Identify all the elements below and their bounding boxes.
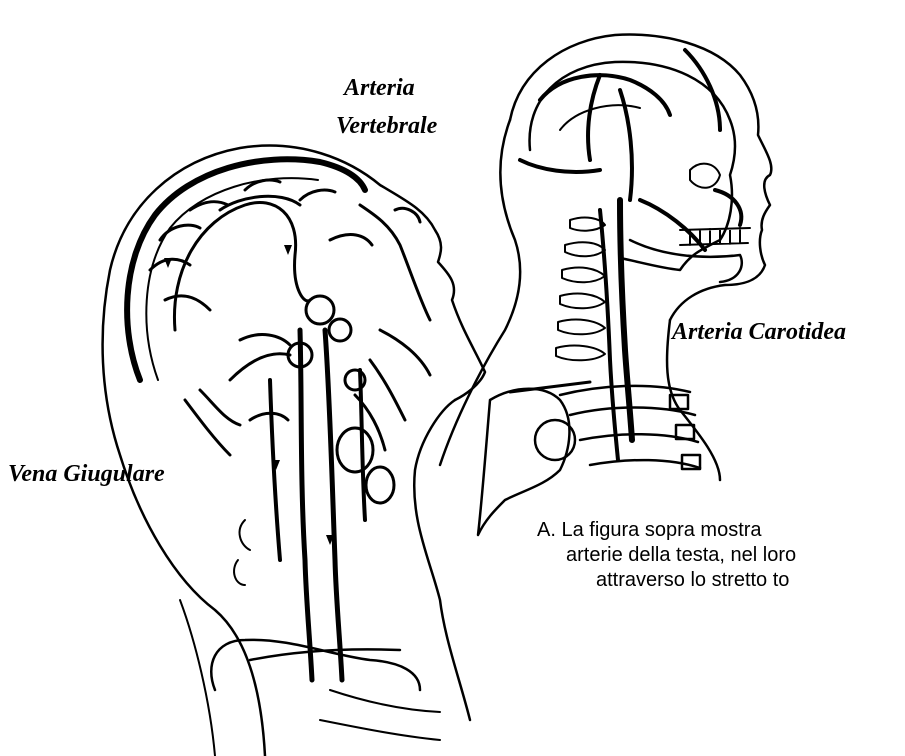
left-head-outline [103,146,485,756]
label-vena-giugulare: Vena Giugulare [8,462,165,487]
left-jugular-trunk-a [300,330,312,680]
left-sinus-inner [146,178,318,380]
right-carotid-artery [620,200,632,440]
left-neck-back [414,400,470,720]
right-artery-branches [520,50,741,250]
left-jugular-trunk-d [360,370,365,520]
caption-line3: attraverso lo stretto to [596,568,789,592]
left-ear-mark [234,520,250,585]
left-clavicle [250,649,400,660]
label-arteria-vertebrale-line2: Vertebrale [336,114,437,139]
right-scapula [478,389,569,535]
label-arteria-vertebrale-line1: Arteria [344,76,415,101]
label-arteria-carotidea: Arteria Carotidea [672,320,846,345]
left-sinus-outer [127,159,365,380]
caption-line2: arterie della testa, nel loro [566,543,796,567]
left-vessel-cluster [240,296,394,503]
right-vertebrae [556,218,605,361]
left-rib-1 [330,690,440,712]
right-orbit [690,164,720,188]
vein-flow-arrows [164,245,334,545]
caption-line1: A. La figura sopra mostra [537,518,762,542]
left-jugular-trunk-b [325,330,342,680]
right-neck-back [440,120,520,465]
left-neck-front [180,600,215,756]
left-rib-2 [320,720,440,740]
left-jugular-trunk-c [270,380,280,560]
left-brain-outline [174,202,310,330]
